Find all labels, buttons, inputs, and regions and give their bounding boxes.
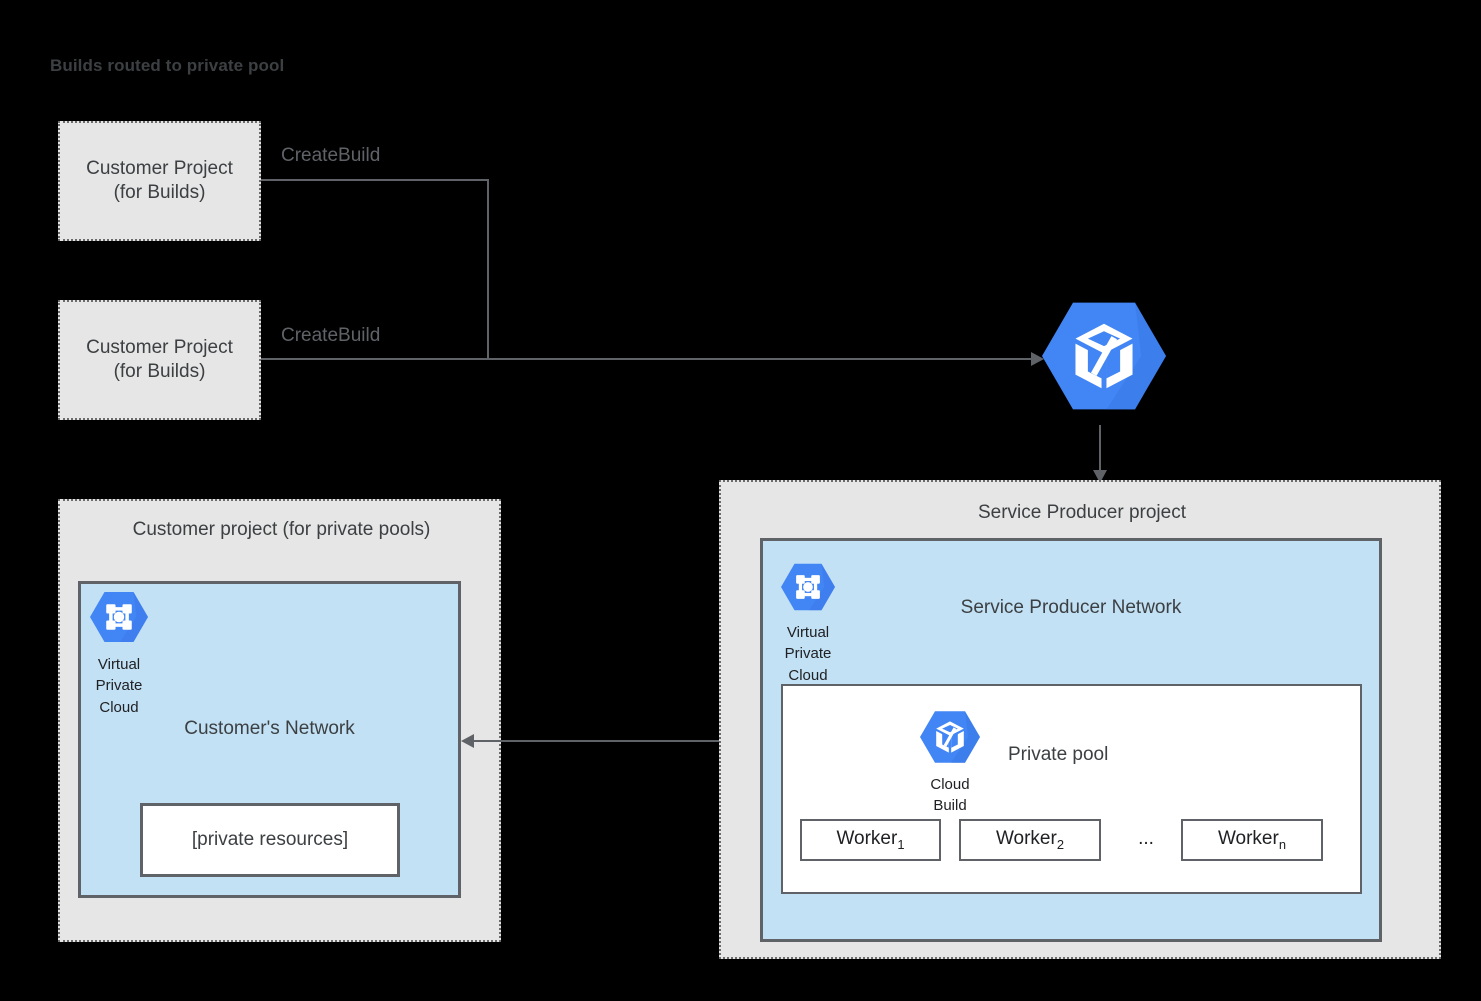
customer-project-for-builds-box-2: Customer Project (for Builds): [58, 300, 261, 420]
customer-project-builds-2-text: Customer Project (for Builds): [86, 336, 233, 382]
cloud-build-caption: Cloud Build: [930, 776, 970, 815]
customer-vpc-icon-group: Virtual Private Cloud: [88, 588, 150, 718]
worker-label: Worker: [1217, 828, 1279, 850]
worker-box: Worker1: [800, 819, 941, 861]
worker-subscript: 2: [1056, 836, 1065, 852]
producer-vpc-icon-group: Virtual Private Cloud: [777, 560, 839, 686]
worker-subscript: 1: [897, 836, 905, 852]
cloud-build-icon: [1042, 294, 1166, 418]
createbuild-edge-label-1: CreateBuild: [281, 145, 381, 166]
page-title: Builds routed to private pool: [50, 56, 285, 75]
connector-line-bottom-horizontal: [261, 358, 1035, 360]
private-resources-label: [private resources]: [191, 828, 349, 850]
connector-line-top-vertical: [487, 179, 489, 359]
arrowhead-to-service-producer: [1093, 470, 1107, 483]
network-peering-link-line: [463, 740, 759, 742]
private-pool-cloud-build-icon-group: Cloud Build: [912, 707, 988, 817]
arrowhead-to-cloud-build: [1031, 352, 1044, 366]
connector-line-cloudbuild-to-producer: [1099, 425, 1101, 471]
service-producer-project-title: Service Producer project: [977, 502, 1187, 523]
customer-project-for-builds-box-1: Customer Project (for Builds): [58, 121, 261, 241]
service-producer-network-title: Service Producer Network: [960, 597, 1182, 618]
customer-private-pools-title: Customer project (for private pools): [132, 519, 431, 540]
workers-ellipsis: ...: [1138, 828, 1154, 849]
customers-network-title: Customer's Network: [184, 718, 355, 739]
customer-vpc-caption: Virtual Private Cloud: [95, 656, 143, 716]
private-pool-box: [781, 684, 1362, 894]
virtual-private-cloud-icon: [777, 560, 839, 619]
virtual-private-cloud-icon: [88, 588, 150, 651]
customer-project-builds-1-text: Customer Project (for Builds): [86, 157, 233, 203]
createbuild-edge-label-2: CreateBuild: [281, 325, 381, 346]
worker-box: Worker2: [959, 819, 1101, 861]
private-resources-box: [private resources]: [140, 803, 400, 877]
worker-subscript: n: [1278, 836, 1287, 852]
connector-line-top-horizontal: [261, 179, 489, 181]
private-pool-label: Private pool: [1008, 744, 1109, 765]
cloud-build-icon: [912, 707, 988, 772]
worker-label: Worker: [995, 828, 1057, 850]
producer-vpc-caption: Virtual Private Cloud: [784, 624, 832, 684]
arrowhead-peering-left: [461, 734, 474, 748]
worker-label: Worker: [836, 828, 898, 850]
worker-box: Workern: [1181, 819, 1323, 861]
